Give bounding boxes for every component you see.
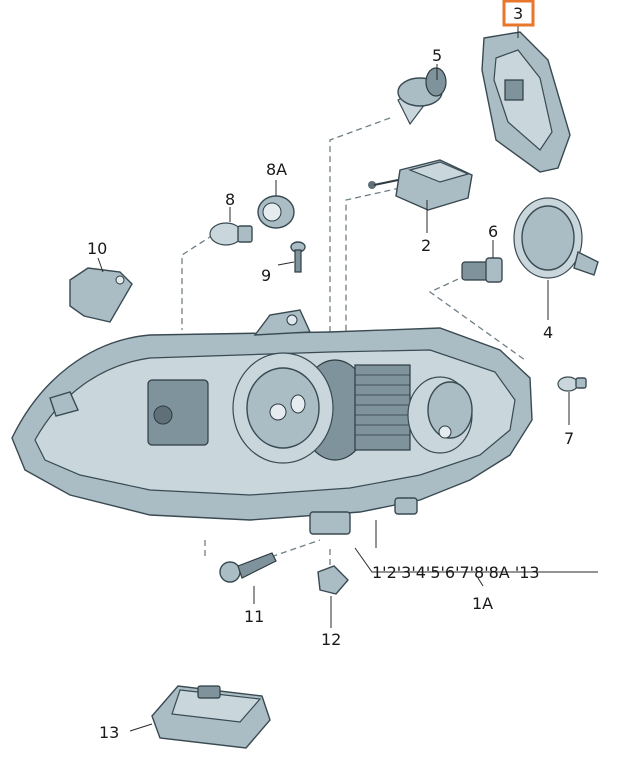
leveling-motor-part-2	[368, 159, 473, 211]
label-8: 8	[225, 190, 235, 209]
label-3: 3	[513, 4, 523, 23]
bulb-part-5	[397, 67, 447, 126]
rear-cover-part-3	[481, 31, 571, 173]
wedge-bulb-part-7	[557, 376, 587, 392]
bracket-part-10	[69, 267, 133, 323]
label-13: 13	[99, 723, 119, 742]
label-5: 5	[432, 46, 442, 65]
bulb-holder-part-8A	[257, 195, 295, 229]
label-8A: 8A	[266, 160, 287, 179]
label-10: 10	[87, 239, 107, 258]
bulb-socket-part-6	[461, 257, 503, 283]
screw-part-9	[290, 241, 306, 273]
label-6: 6	[488, 222, 498, 241]
label-12: 12	[321, 630, 341, 649]
label-1A: 1A	[472, 594, 493, 613]
highlight-box	[502, 0, 535, 27]
label-7: 7	[564, 429, 574, 448]
assembly-part-list: 1'2'3'4'5'6'7'8'8A '13	[372, 563, 540, 582]
clip-part-12	[317, 565, 349, 595]
label-9: 9	[261, 266, 271, 285]
screw-part-11	[219, 552, 277, 583]
headlight-housing	[11, 309, 533, 535]
leader-lines	[97, 25, 598, 732]
label-4: 4	[543, 323, 553, 342]
control-unit-part-13	[151, 685, 271, 749]
part-labels: 3 5 2 4 7 6 8 8A 9 10 11 12 13 1'2'3'4'5…	[87, 4, 574, 742]
cap-part-4	[513, 197, 599, 279]
label-11: 11	[244, 607, 264, 626]
bulb-part-8	[209, 222, 253, 246]
label-2: 2	[421, 236, 431, 255]
